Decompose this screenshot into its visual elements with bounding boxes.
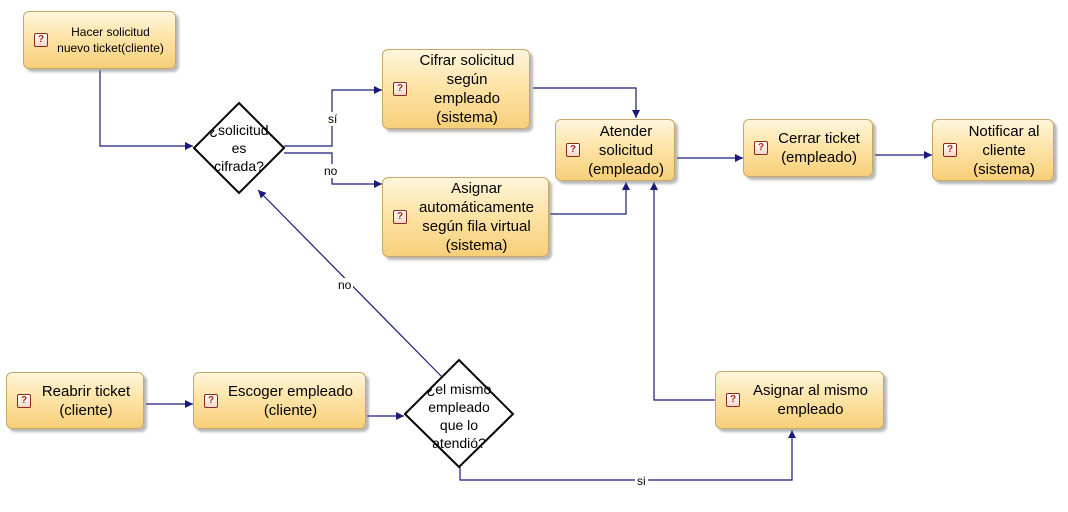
question-mark-icon: ? [17,393,31,408]
task-label: Cerrar ticket (empleado) [778,130,860,166]
edge-hacer-to-decision [99,70,193,150]
task-label: Reabrir ticket (cliente) [41,382,131,419]
task-label: Notificar al cliente (sistema) [968,122,1040,178]
task-asignar-automaticamente[interactable]: ? Asignar automáticamente según fila vir… [382,177,549,257]
task-label: Asignar automáticamente según fila virtu… [418,180,535,254]
task-asignar-mismo-empleado[interactable]: ? Asignar al mismo empleado [715,371,884,429]
decision-solicitud-cifrada [192,101,286,195]
question-mark-icon: ? [566,143,580,157]
task-atender-solicitud[interactable]: ? Atender solicitud (empleado) [555,119,675,181]
question-mark-icon: ? [34,33,48,47]
edge-decision2-si-to-asignar-mismo [459,430,796,481]
task-label: Cifrar solicitud según empleado (sistema… [419,52,515,126]
question-mark-icon: ? [754,141,768,155]
question-mark-icon: ? [204,393,218,408]
task-cerrar-ticket[interactable]: ? Cerrar ticket (empleado) [743,119,873,177]
task-label: Hacer solicitud nuevo ticket(cliente) [57,25,164,55]
task-notificar-cliente[interactable]: ? Notificar al cliente (sistema) [932,119,1054,181]
question-mark-icon: ? [726,393,740,407]
decision-label-solicitud-cifrada: ¿solicitud es cifrada? [209,122,269,174]
task-cifrar-solicitud[interactable]: ? Cifrar solicitud según empleado (siste… [382,49,530,129]
task-escoger-empleado[interactable]: ? Escoger empleado (cliente) [193,372,366,429]
edge-label-no-volver: no [336,278,354,292]
question-mark-icon: ? [393,82,407,96]
decision-label-mismo-empleado: ¿el mismo empleado que lo atendió? [426,381,492,451]
edge-asignar-mismo-to-atender [650,182,715,401]
edge-asignar-to-atender [550,182,630,215]
edge-label-no-asignar: no [322,164,340,178]
task-label: Atender solicitud (empleado) [588,122,664,178]
edge-cifrar-to-atender [533,87,640,118]
edge-label-si-cifrar: sí [326,112,340,126]
task-label: Escoger empleado (cliente) [227,382,354,419]
decision-mismo-empleado [403,358,515,469]
question-mark-icon: ? [393,210,407,224]
task-hacer-solicitud[interactable]: ? Hacer solicitud nuevo ticket(cliente) [23,11,176,69]
edge-label-si-mismo: si [635,474,648,488]
task-label: Asignar al mismo empleado [752,382,869,418]
task-reabrir-ticket[interactable]: ? Reabrir ticket (cliente) [6,372,144,429]
question-mark-icon: ? [943,143,957,157]
